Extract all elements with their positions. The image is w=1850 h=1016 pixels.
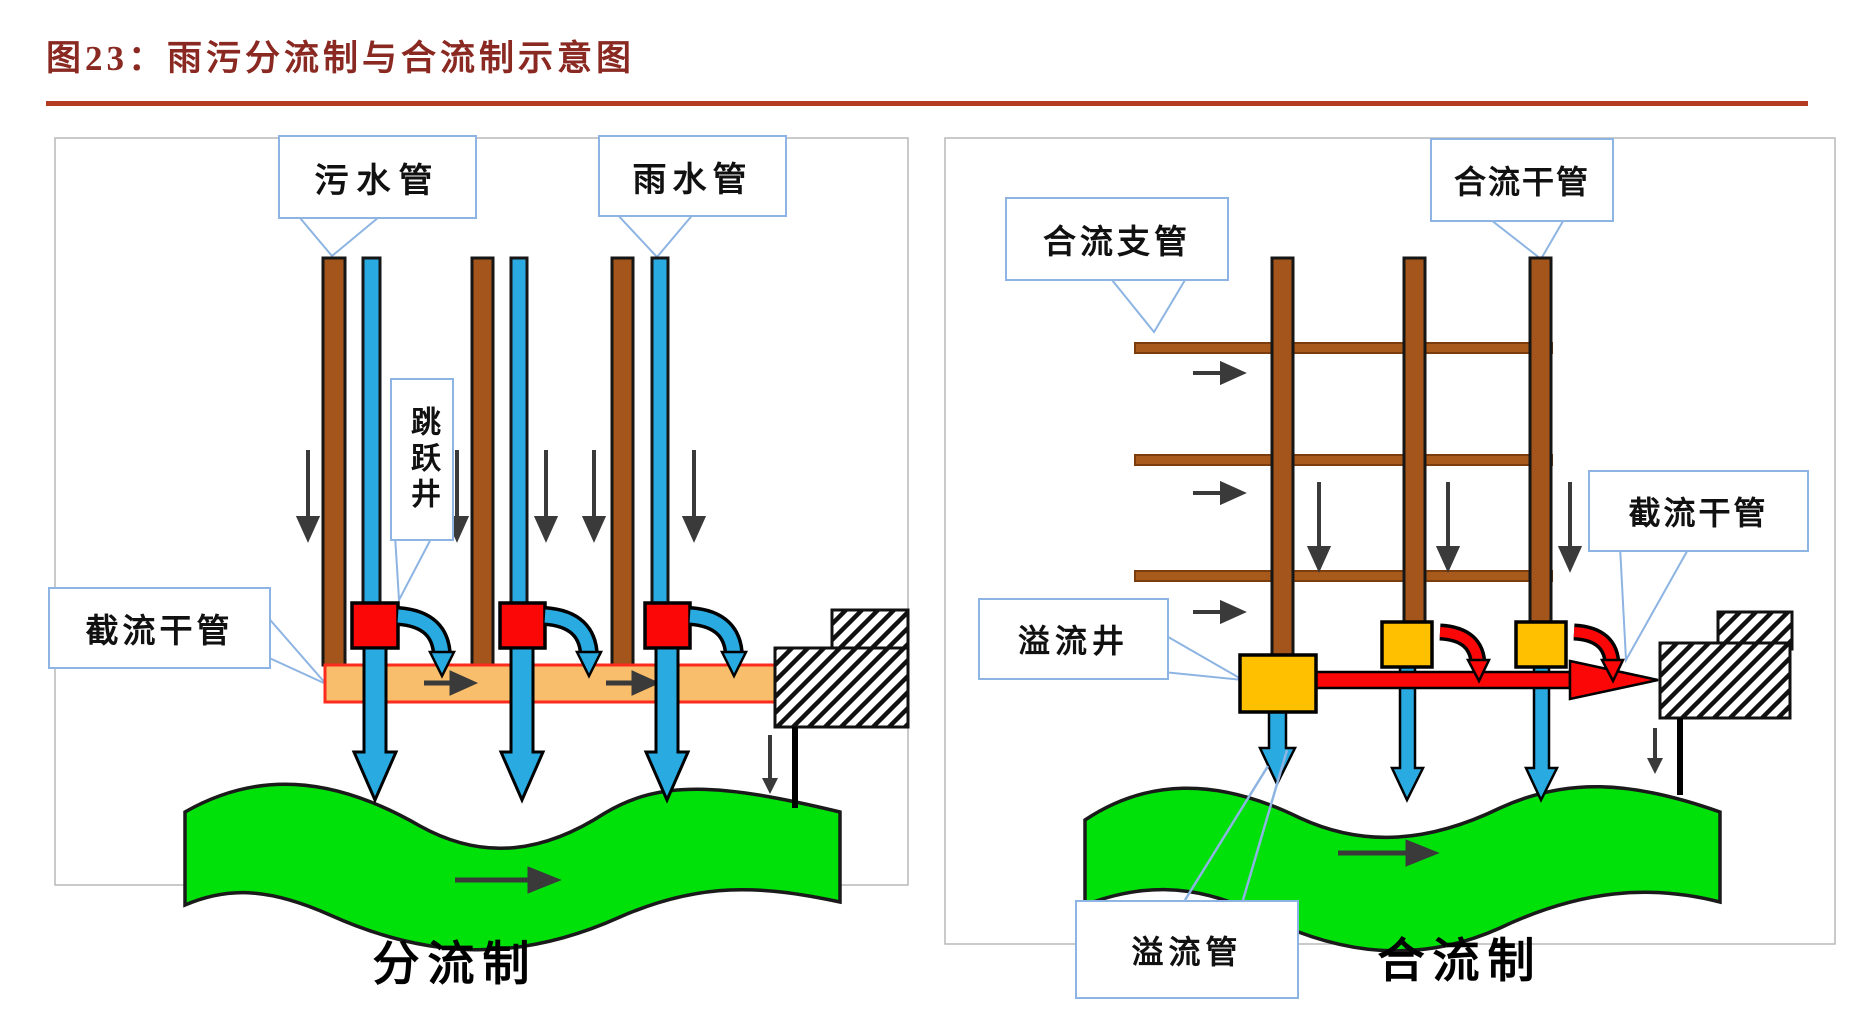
overflow-wells [1238, 620, 1568, 714]
river-left [183, 782, 842, 952]
callout-combined-branch: 合流支管 [1005, 197, 1229, 281]
flow-arrows-in-orange-pipe [424, 670, 661, 696]
title-rule [46, 101, 1808, 106]
caption-separate-system: 分流制 [372, 939, 538, 991]
callout-intercepting-main-right: 截流干管 [1588, 470, 1809, 552]
callout-overflow-well: 溢流井 [978, 598, 1169, 680]
plant-outfall-left [762, 727, 798, 808]
intercepting-main-pipe-left [323, 663, 777, 704]
callout-jump-well: 跳跃井 [390, 378, 454, 541]
storm-discharge-arrows [351, 646, 691, 804]
jump-well-overflow-curves [396, 606, 749, 679]
treatment-plant-right [1658, 610, 1794, 720]
overflow-pipe-leader-lines [1183, 749, 1289, 901]
combined-main-pipes [1270, 256, 1553, 657]
combined-branch-pipes [1134, 342, 1553, 582]
treatment-plant-left [773, 608, 910, 729]
plant-outfall-right [1647, 718, 1683, 795]
flow-arrows-right [1193, 360, 1583, 625]
callout-combined-main: 合流干管 [1430, 138, 1614, 222]
caption-combined-system: 合流制 [1377, 936, 1543, 988]
sewage-pipes [321, 256, 635, 667]
callout-overflow-pipe: 溢流管 [1075, 900, 1299, 999]
well-overflow-curves-red [1439, 623, 1625, 684]
river-flow-arrow-right [1338, 839, 1440, 867]
figure-title: 图23：雨污分流制与合流制示意图 [46, 39, 636, 78]
callout-intercepting-main-left: 截流干管 [48, 587, 271, 669]
river-flow-arrow-left [455, 866, 562, 894]
callout-pointers-right [1105, 215, 1692, 681]
down-arrows-left [295, 450, 707, 543]
callout-rain-pipe: 雨水管 [598, 135, 787, 217]
callout-sewage-pipe: 污水管 [278, 135, 477, 219]
